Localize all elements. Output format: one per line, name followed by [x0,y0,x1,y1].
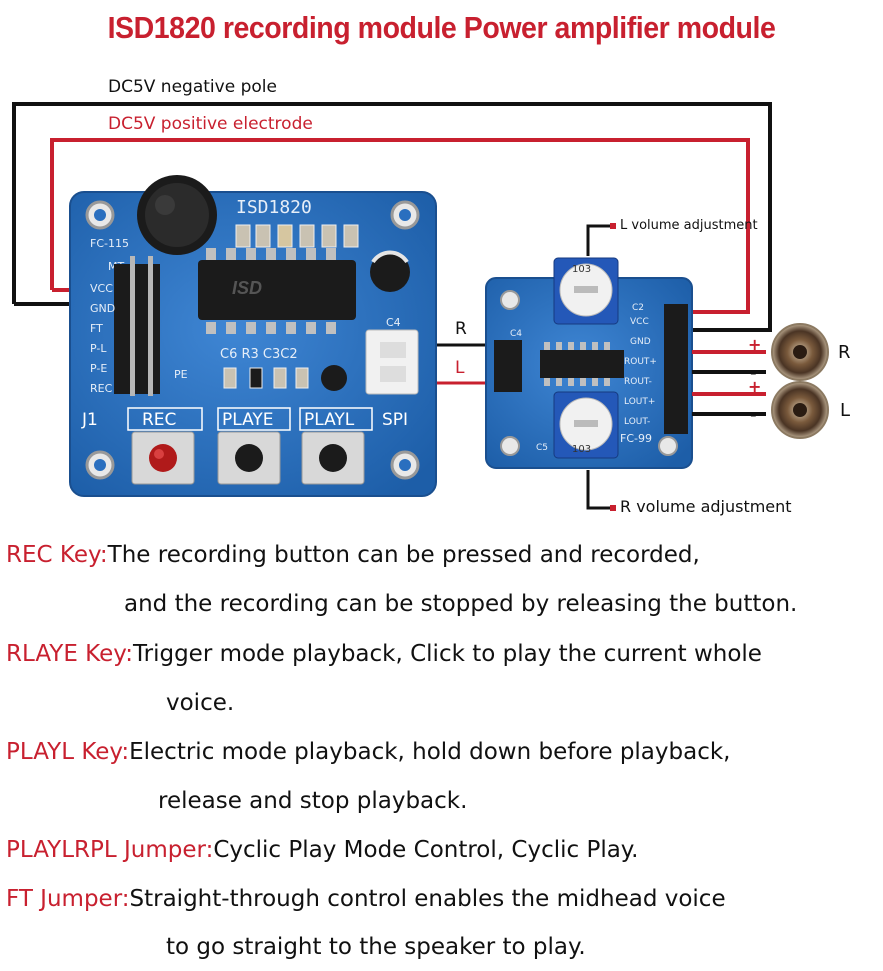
amp-pin-lout-plus: LOUT+ [624,397,655,407]
isd1820-silkscreen: ISD1820 [236,197,312,218]
svg-text:C5: C5 [536,443,548,453]
svg-text:C4: C4 [386,316,401,329]
pin-label-pe: P-E [90,362,107,375]
spk-connector: C4 [365,316,419,395]
desc-rlaye: RLAYE Key:Trigger mode playback, Click t… [6,641,762,667]
desc-rlaye-text: Trigger mode playback, Click to play the… [132,641,762,667]
pin-label-vcc: VCC [90,282,113,295]
desc-playlrpl: PLAYLRPL Jumper:Cyclic Play Mode Control… [6,837,638,863]
amp-pin-rout-plus: ROUT+ [624,357,657,367]
speaker-l-label: L [840,400,850,421]
l-volume-label: L volume adjustment [620,218,758,233]
r-minus-sign: - [750,363,757,382]
microphone [137,175,217,255]
desc-rec-text: The recording button can be pressed and … [107,542,700,568]
desc-playlrpl-key: PLAYLRPL Jumper: [6,837,214,863]
pin-header: MT [108,256,160,396]
desc-ft-cont: to go straight to the speaker to play. [166,934,586,960]
speaker-l-icon [771,381,829,439]
playe-button[interactable] [217,431,281,485]
desc-rlaye-cont: voice. [166,690,235,716]
svg-text:103: 103 [572,444,591,455]
dc-positive-label: DC5V positive electrode [108,114,313,134]
desc-rlaye-key: RLAYE Key: [6,641,133,667]
desc-playl-text: Electric mode playback, hold down before… [129,739,731,765]
playe-button-label: PLAYE [222,410,274,430]
l-minus-sign: - [750,405,757,424]
smd-components-mid [223,365,347,391]
playl-button[interactable] [301,431,365,485]
amplifier-board: C4 103 C2 [485,257,693,469]
desc-playl-cont: release and stop playback. [158,788,468,814]
pin-label-rec: REC [90,382,113,395]
wire-l-label: L [455,358,465,378]
board2-model: FC-99 [620,432,652,445]
spi-label: SPI [382,410,408,430]
wire-r-label: R [455,319,467,339]
dc-negative-label: DC5V negative pole [108,77,277,97]
amp-pin-rout-minus: ROUT- [624,377,652,387]
desc-playlrpl-text: Cyclic Play Mode Control, Cyclic Play. [213,837,639,863]
r-volume-label: R volume adjustment [620,497,792,516]
pin-label-ft: FT [90,322,103,335]
desc-rec-key: REC Key: [6,542,108,568]
rec-button[interactable] [131,431,195,485]
speaker-r-icon [771,323,829,381]
svg-text:C4: C4 [510,329,522,339]
pin-label-gnd: GND [90,302,115,315]
pin-label-pl: P-L [90,342,107,355]
desc-ft: FT Jumper:Straight-through control enabl… [6,886,726,912]
speaker-r-label: R [838,342,851,363]
rec-button-label: REC [142,410,176,430]
isd1820-board: ISD1820 FC-115 ISD [69,175,437,497]
desc-playl: PLAYL Key:Electric mode playback, hold d… [6,739,730,765]
chip-marking: ISD [232,278,262,298]
electrolytic-capacitor [370,250,410,292]
board1-model: FC-115 [90,237,129,250]
amp-pin-vcc: VCC [630,317,649,327]
svg-text:103: 103 [572,264,591,275]
desc-rec: REC Key:The recording button can be pres… [6,542,700,568]
desc-ft-text: Straight-through control enables the mid… [129,886,726,912]
page-title: ISD1820 recording module Power amplifier… [107,10,776,45]
r-plus-sign: + [748,335,761,354]
amp-pin-gnd: GND [630,337,651,347]
smd-components-top [235,224,359,248]
desc-rec-cont: and the recording can be stopped by rele… [124,591,798,617]
l-volume-pot[interactable]: 103 [553,257,619,325]
isd1820-chip: ISD [198,248,356,334]
pe-label: PE [174,368,188,381]
desc-playl-key: PLAYL Key: [6,739,130,765]
r-volume-pot[interactable]: 103 [553,391,619,459]
svg-text:C2: C2 [632,303,644,313]
amp-pin-lout-minus: LOUT- [624,417,650,427]
component-labels: C6 R3 C3C2 [220,347,298,362]
j1-label: J1 [81,410,98,430]
amplifier-chip [540,342,624,386]
l-plus-sign: + [748,377,761,396]
playl-button-label: PLAYL [304,410,355,430]
desc-ft-key: FT Jumper: [6,886,130,912]
